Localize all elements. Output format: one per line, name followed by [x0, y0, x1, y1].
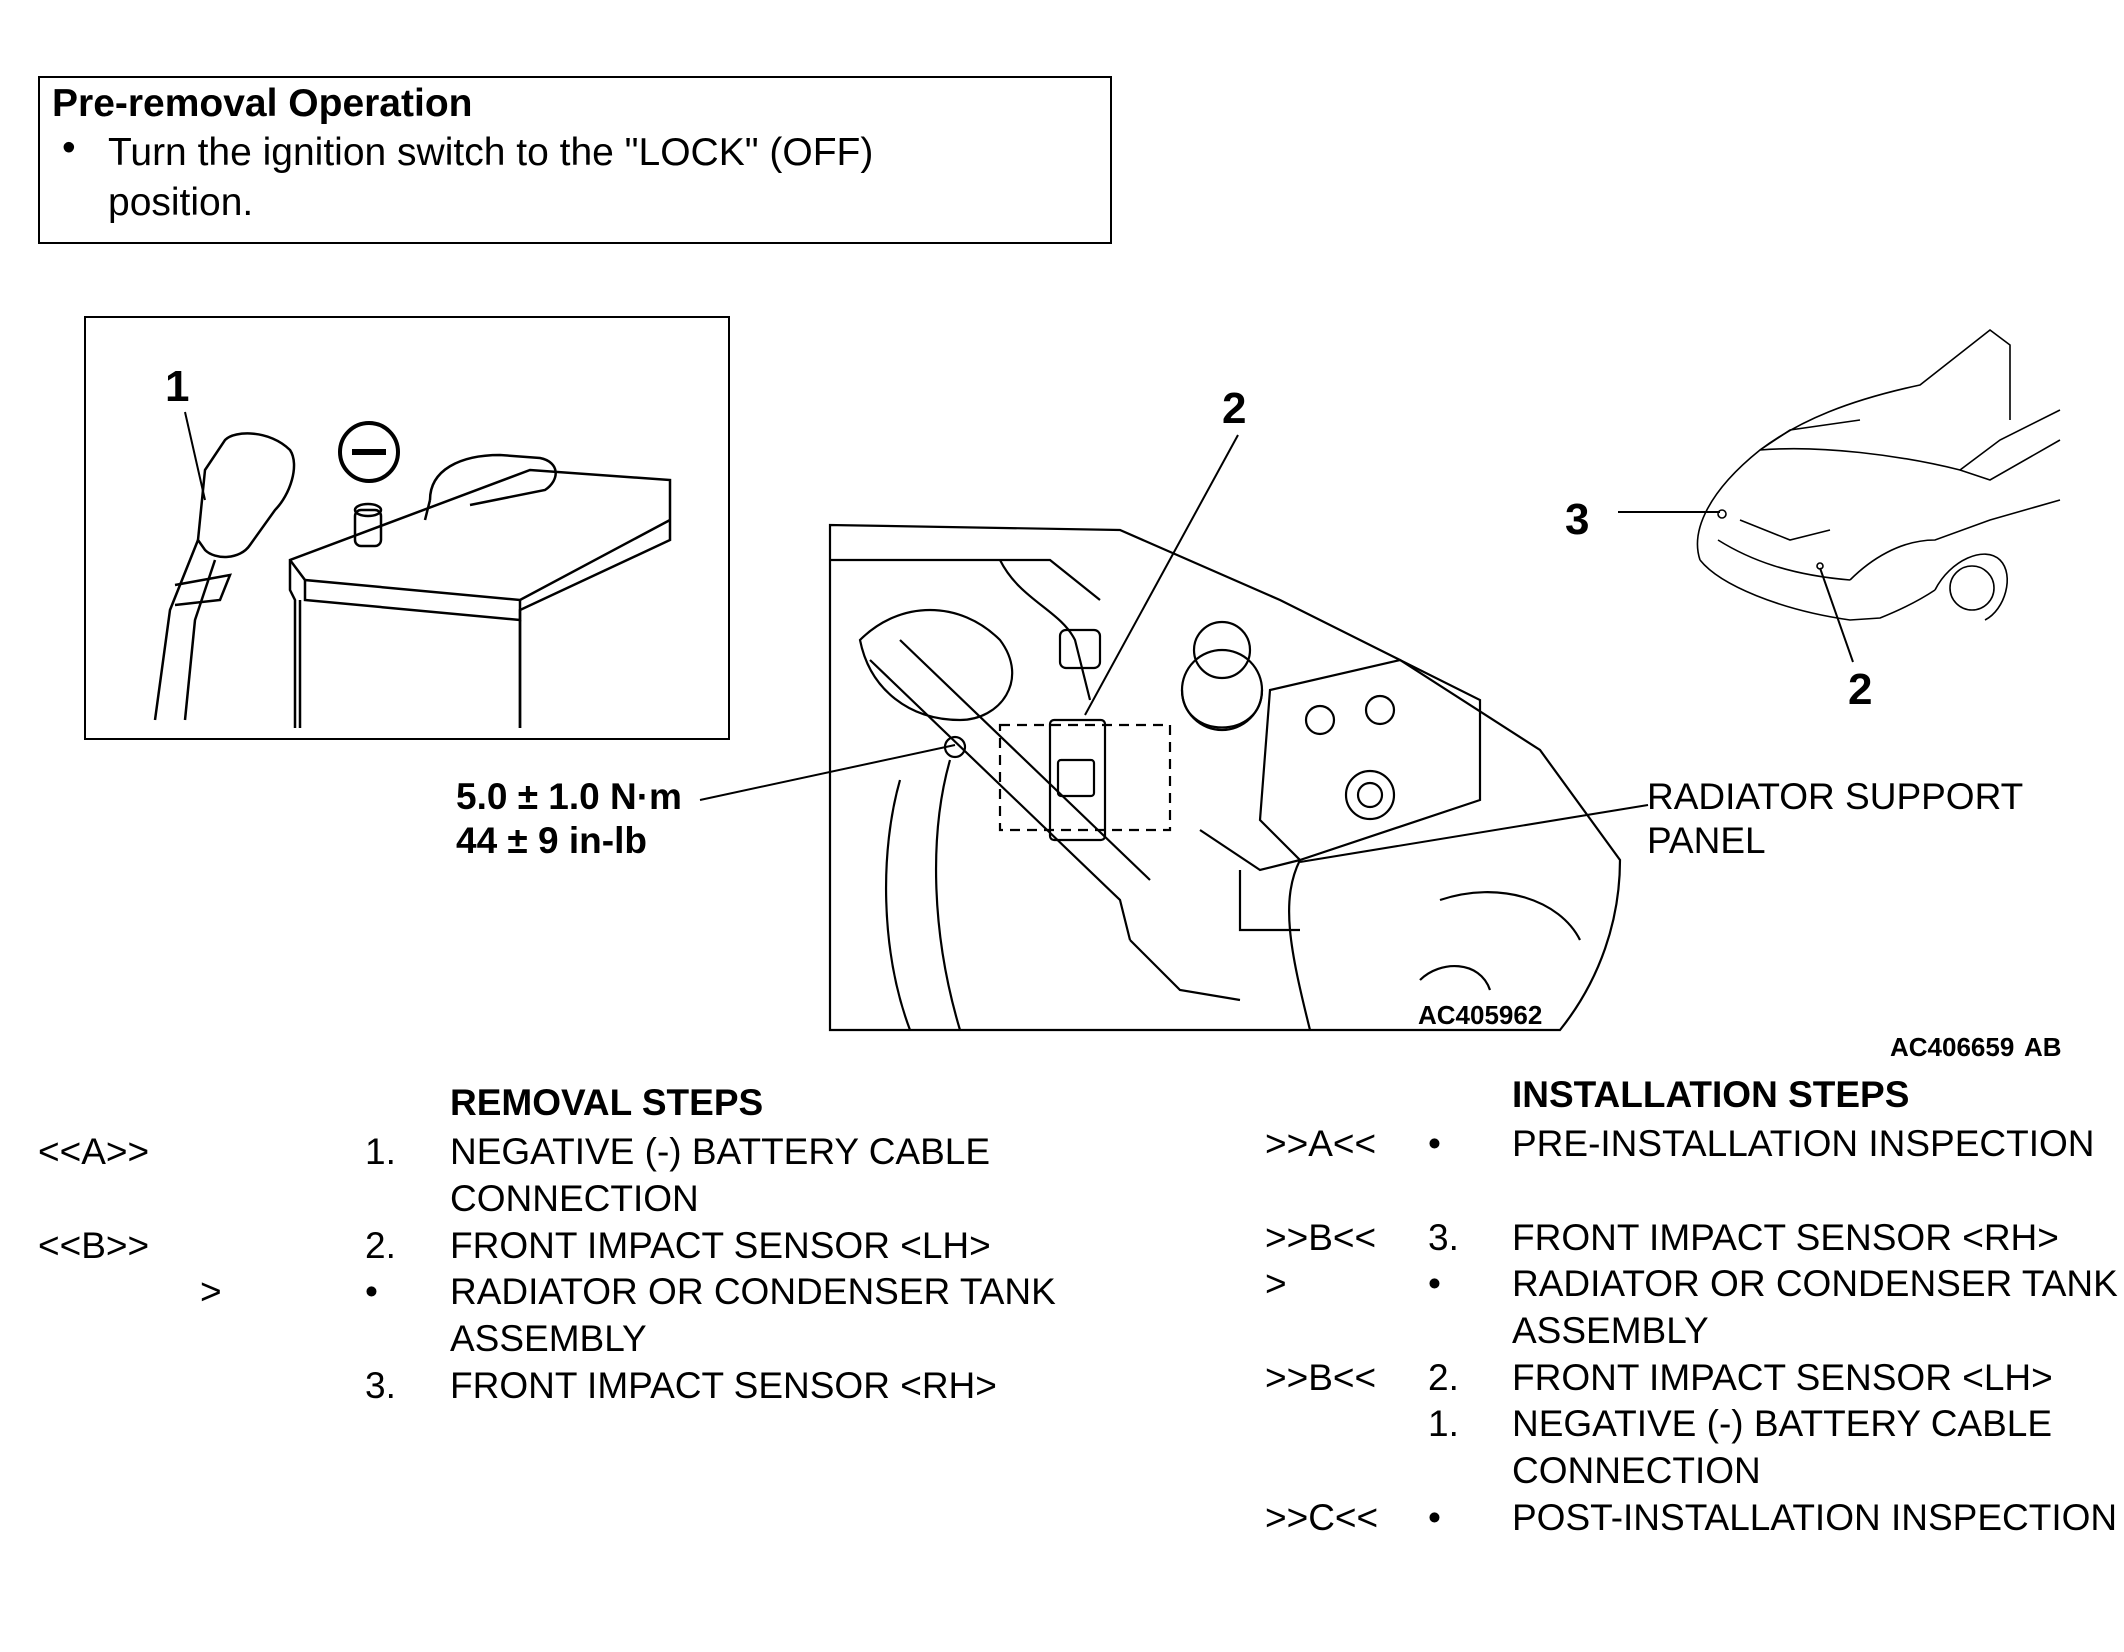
leader-line-1	[184, 411, 206, 501]
step-reference: <<B>>	[38, 1225, 150, 1266]
figure-code-suffix: AB	[2024, 1032, 2062, 1062]
step-text: FRONT IMPACT SENSOR <LH>	[450, 1225, 991, 1266]
battery-illustration	[153, 432, 672, 728]
step-text: NEGATIVE (-) BATTERY CABLE CONNECTION	[1512, 1403, 2053, 1491]
step-number: 3.	[365, 1365, 396, 1406]
pre-removal-box: Pre-removal Operation • Turn the ignitio…	[38, 76, 1112, 244]
step-number: 2.	[365, 1225, 396, 1266]
step-number: 1.	[365, 1131, 396, 1172]
minus-circle-icon	[338, 421, 400, 483]
removal-heading: REMOVAL STEPS	[450, 1082, 764, 1123]
figure-code-outer: AC406659	[1890, 1032, 2015, 1062]
leader-line-2	[1084, 434, 1239, 716]
step-reference: >>B<<	[1265, 1357, 1377, 1398]
torque-nm: 5.0 ± 1.0 N·m	[456, 776, 682, 817]
step-number: 2.	[1428, 1357, 1459, 1398]
step-text: FRONT IMPACT SENSOR <RH>	[450, 1365, 997, 1406]
step-number: 3.	[1428, 1217, 1459, 1258]
radiator-label-line1: RADIATOR SUPPORT	[1647, 776, 2024, 817]
illustration	[84, 316, 2061, 1032]
pre-removal-text: Turn the ignition switch to the "LOCK" (…	[108, 131, 874, 224]
step-text: RADIATOR OR CONDENSER TANK ASSEMBLY	[450, 1271, 1056, 1359]
radiator-leader-line	[1299, 804, 1649, 863]
step-reference: >	[200, 1271, 222, 1312]
callout-1: 1	[165, 362, 190, 411]
radiator-label-line2: PANEL	[1647, 820, 1766, 861]
step-text: PRE-INSTALLATION INSPECTION	[1512, 1123, 2095, 1164]
car-illustration	[1696, 328, 2061, 621]
callout-2: 2	[1222, 384, 1247, 433]
torque-leader-line	[699, 744, 956, 801]
battery-inset-frame	[84, 316, 730, 740]
engine-bay-illustration	[828, 523, 1622, 1032]
step-reference: >>A<<	[1265, 1123, 1377, 1164]
step-text: FRONT IMPACT SENSOR <LH>	[1512, 1357, 2053, 1398]
step-text: POST-INSTALLATION INSPECTION	[1512, 1497, 2118, 1538]
pre-removal-title: Pre-removal Operation	[52, 82, 473, 125]
step-reference: >>B<<	[1265, 1217, 1377, 1258]
step-number: •	[365, 1271, 378, 1312]
step-reference: >>C<<	[1265, 1497, 1379, 1538]
step-text: NEGATIVE (-) BATTERY CABLE CONNECTION	[450, 1131, 991, 1219]
callout-2-car: 2	[1848, 665, 1873, 714]
installation-heading: INSTALLATION STEPS	[1512, 1074, 1910, 1115]
step-number: •	[1428, 1497, 1441, 1538]
step-reference: <<A>>	[38, 1131, 150, 1172]
step-number: •	[1428, 1123, 1441, 1164]
step-text: RADIATOR OR CONDENSER TANK ASSEMBLY	[1512, 1263, 2118, 1351]
step-text: FRONT IMPACT SENSOR <RH>	[1512, 1217, 2059, 1258]
step-number: •	[1428, 1263, 1441, 1304]
callout-3: 3	[1565, 495, 1590, 544]
bullet-icon: •	[62, 126, 76, 169]
step-number: 1.	[1428, 1403, 1459, 1444]
step-reference: >	[1265, 1263, 1287, 1304]
leader-line-2-car	[1819, 567, 1854, 663]
torque-inlb: 44 ± 9 in-lb	[456, 820, 647, 861]
figure-code-inner: AC405962	[1418, 1000, 1543, 1030]
